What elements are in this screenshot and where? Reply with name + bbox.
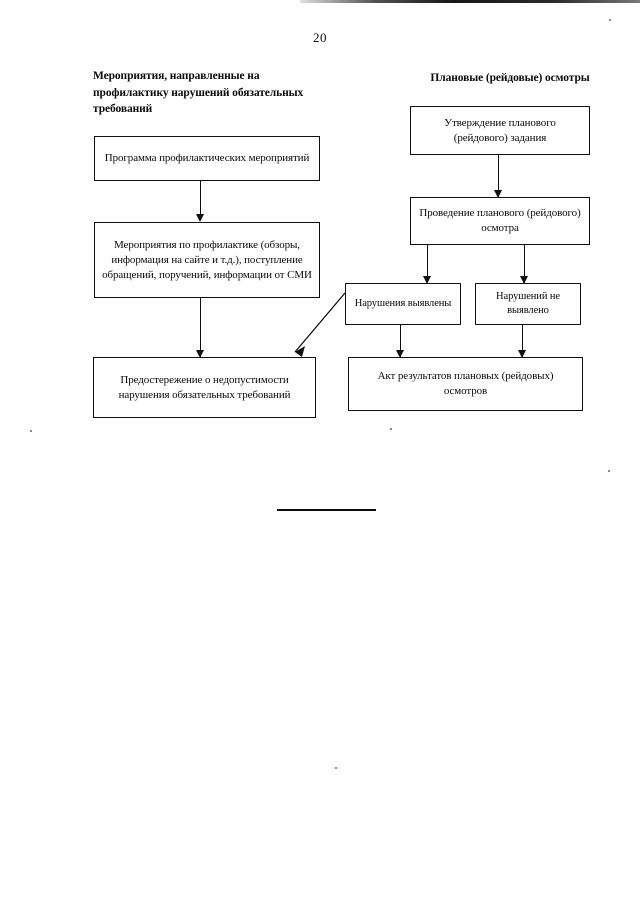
node-approval: Утверждение планового (рейдового) задани… bbox=[410, 106, 590, 155]
scan-speck bbox=[608, 470, 610, 472]
edge-approval-to-inspection-arrowhead bbox=[493, 190, 502, 198]
node-act: Акт результатов плановых (рейдовых) осмо… bbox=[348, 357, 583, 411]
edge-violations-found-to-act bbox=[400, 325, 402, 357]
section-divider-rule bbox=[277, 509, 376, 511]
node-warning: Предостережение о недопустимости нарушен… bbox=[93, 357, 316, 418]
edge-program-to-measures bbox=[200, 181, 202, 220]
edge-measures-to-warning bbox=[200, 298, 202, 358]
edge-inspection-to-violations-found bbox=[427, 245, 429, 283]
node-warning-label: Предостережение о недопустимости нарушен… bbox=[118, 373, 291, 401]
scan-speck bbox=[335, 767, 337, 769]
node-inspection-label: Проведение планового (рейдового) осмотра bbox=[419, 207, 581, 234]
edge-inspection-to-violations-not-found-arrowhead bbox=[519, 276, 528, 284]
node-prevention-measures-label: Мероприятия по профилактике (обзоры, инф… bbox=[102, 238, 312, 281]
node-violations-found: Нарушения выявлены bbox=[345, 283, 461, 325]
edge-violations-not-found-to-act-arrowhead bbox=[517, 350, 526, 358]
scan-speck bbox=[390, 428, 392, 430]
edge-inspection-to-violations-not-found bbox=[524, 245, 526, 283]
node-violations-found-label: Нарушения выявлены bbox=[354, 298, 452, 309]
page-number: 20 bbox=[313, 30, 327, 45]
column-header-right: Плановые (рейдовые) осмотры bbox=[430, 72, 590, 84]
edge-inspection-to-violations-found-arrowhead bbox=[422, 276, 431, 284]
edge-program-to-measures-arrowhead bbox=[195, 214, 204, 222]
node-act-label: Акт результатов плановых (рейдовых) осмо… bbox=[377, 370, 554, 397]
column-header-left: Мероприятия, направленные на профилактик… bbox=[93, 70, 304, 115]
edge-measures-to-warning-arrowhead bbox=[195, 350, 204, 358]
node-approval-label: Утверждение планового (рейдового) задани… bbox=[444, 116, 556, 144]
scan-speck bbox=[609, 19, 611, 21]
scan-artifact-top-edge bbox=[300, 0, 640, 3]
node-prevention-measures: Мероприятия по профилактике (обзоры, инф… bbox=[94, 222, 320, 298]
edge-approval-to-inspection bbox=[498, 155, 500, 197]
edge-violations-found-to-act-arrowhead bbox=[395, 350, 404, 358]
node-program: Программа профилактических мероприятий bbox=[94, 136, 320, 181]
node-violations-not-found-label: Нарушений не выявлено bbox=[496, 291, 560, 316]
node-program-label: Программа профилактических мероприятий bbox=[104, 152, 310, 164]
edge-violations-not-found-to-act bbox=[522, 325, 524, 357]
node-violations-not-found: Нарушений не выявлено bbox=[475, 283, 581, 325]
scan-speck bbox=[30, 430, 32, 432]
node-inspection: Проведение планового (рейдового) осмотра bbox=[410, 197, 590, 245]
